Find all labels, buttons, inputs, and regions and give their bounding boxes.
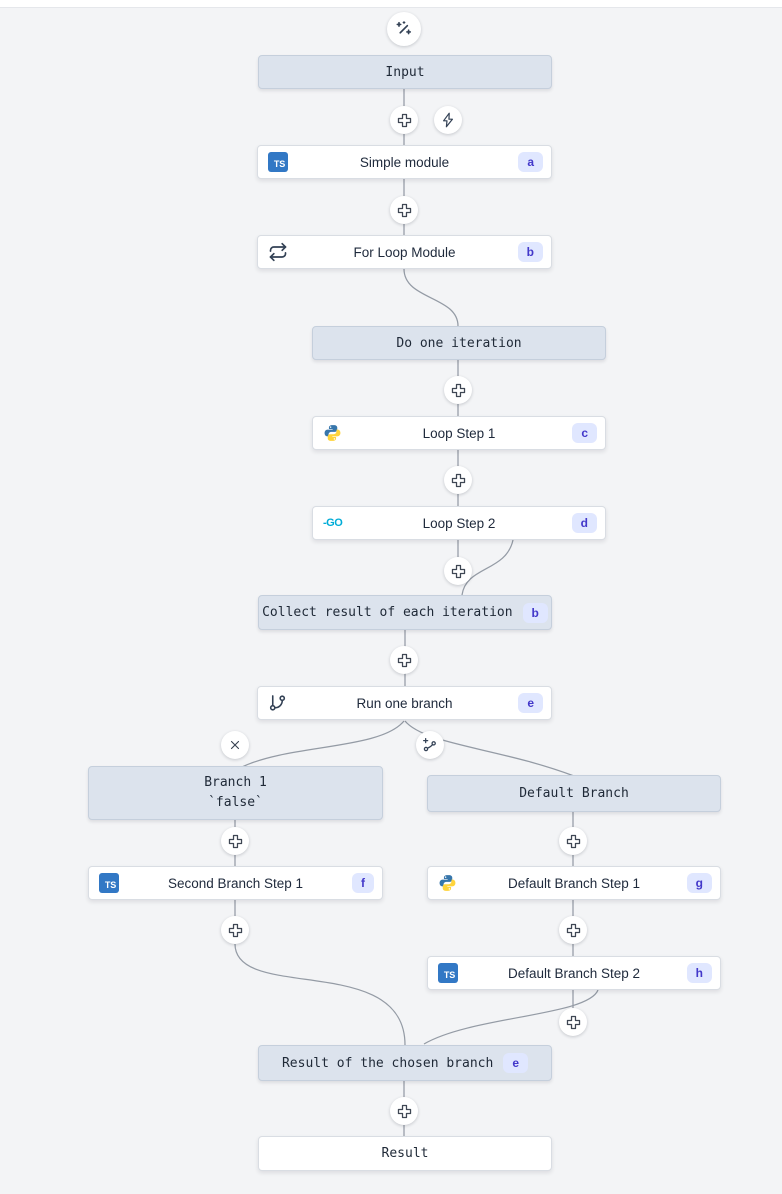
step-id-badge: c <box>572 423 597 443</box>
add-step-button[interactable] <box>559 827 587 855</box>
plus-icon <box>566 923 580 937</box>
node-label: Input <box>385 64 425 80</box>
plus-icon <box>397 203 411 217</box>
node-label: Loop Step 2 <box>422 515 496 531</box>
typescript-icon: TS <box>268 152 288 172</box>
x-icon <box>230 740 240 750</box>
node-label: Loop Step 1 <box>422 425 496 441</box>
node-result[interactable]: Result <box>258 1136 552 1171</box>
node-label: Simple module <box>359 154 450 170</box>
branch-label: Branch 1 <box>204 774 267 790</box>
typescript-icon: TS <box>438 963 458 983</box>
node-default-branch-step-1[interactable]: Default Branch Step 1 g <box>427 866 721 900</box>
delete-branch-button[interactable] <box>221 731 249 759</box>
node-label: Second Branch Step 1 <box>167 875 304 891</box>
ai-flow-builder-button[interactable] <box>387 12 421 46</box>
node-branch-1[interactable]: Branch 1 `false` <box>88 766 383 820</box>
go-icon: -GO <box>323 517 343 529</box>
python-icon <box>323 424 342 443</box>
add-step-button[interactable] <box>559 1008 587 1036</box>
add-branch-button[interactable] <box>416 731 444 759</box>
node-loop-step-1[interactable]: Loop Step 1 c <box>312 416 606 450</box>
node-collect-loop-result[interactable]: Collect result of each iteration b <box>258 595 552 630</box>
step-id-badge: g <box>686 873 712 893</box>
branch-condition: `false` <box>208 795 263 810</box>
node-loop-step-2[interactable]: -GO Loop Step 2 d <box>312 506 606 540</box>
add-step-button[interactable] <box>221 916 249 944</box>
step-id-badge: f <box>352 873 374 893</box>
add-step-button[interactable] <box>559 916 587 944</box>
node-label: Result of the chosen branch <box>281 1055 494 1071</box>
node-label: For Loop Module <box>353 244 456 260</box>
node-simple-module[interactable]: TS Simple module a <box>257 145 552 179</box>
wand-sparkles-icon <box>396 21 412 35</box>
plus-icon <box>451 383 465 397</box>
node-label: Default Branch Step 1 <box>507 875 641 891</box>
python-icon <box>438 874 457 893</box>
add-step-button[interactable] <box>444 376 472 404</box>
node-second-branch-step-1[interactable]: TS Second Branch Step 1 f <box>88 866 383 900</box>
node-label: Collect result of each iteration <box>262 605 513 620</box>
node-for-loop-module[interactable]: For Loop Module b <box>257 235 552 269</box>
node-label: Run one branch <box>356 695 453 711</box>
branch-plus-icon <box>423 738 436 752</box>
add-step-button[interactable] <box>390 646 418 674</box>
plus-icon <box>397 653 411 667</box>
add-trigger-button[interactable] <box>434 106 462 134</box>
add-step-button[interactable] <box>221 827 249 855</box>
add-step-button[interactable] <box>444 466 472 494</box>
node-default-branch-step-2[interactable]: TS Default Branch Step 2 h <box>427 956 721 990</box>
plus-icon <box>397 113 411 127</box>
add-step-button[interactable] <box>444 557 472 585</box>
step-id-badge: e <box>518 693 543 713</box>
step-id-badge: a <box>518 152 543 172</box>
add-step-button[interactable] <box>390 106 418 134</box>
add-step-button[interactable] <box>390 196 418 224</box>
step-id-badge: d <box>571 513 597 533</box>
node-do-one-iteration[interactable]: Do one iteration <box>312 326 606 360</box>
typescript-icon: TS <box>99 873 119 893</box>
top-bar <box>0 0 782 8</box>
step-id-badge: b <box>522 602 548 623</box>
plus-icon <box>451 564 465 578</box>
node-input[interactable]: Input <box>258 55 552 89</box>
node-branch-result[interactable]: Result of the chosen branch e <box>258 1045 552 1081</box>
node-label: Do one iteration <box>396 335 522 351</box>
plus-icon <box>566 834 580 848</box>
step-id-badge: e <box>503 1053 528 1073</box>
step-id-badge: b <box>517 242 543 262</box>
plus-icon <box>228 834 242 848</box>
branch-label: Default Branch <box>519 786 629 801</box>
plus-icon <box>397 1104 411 1118</box>
zap-icon <box>443 112 453 128</box>
add-step-button[interactable] <box>390 1097 418 1125</box>
step-id-badge: h <box>686 963 712 983</box>
node-label: Result <box>381 1146 429 1161</box>
git-branch-icon <box>268 694 287 713</box>
plus-icon <box>228 923 242 937</box>
plus-icon <box>451 473 465 487</box>
plus-icon <box>566 1015 580 1029</box>
node-run-one-branch[interactable]: Run one branch e <box>257 686 552 720</box>
node-default-branch[interactable]: Default Branch <box>427 775 721 812</box>
node-label: Default Branch Step 2 <box>507 965 641 981</box>
repeat-icon <box>268 242 288 262</box>
